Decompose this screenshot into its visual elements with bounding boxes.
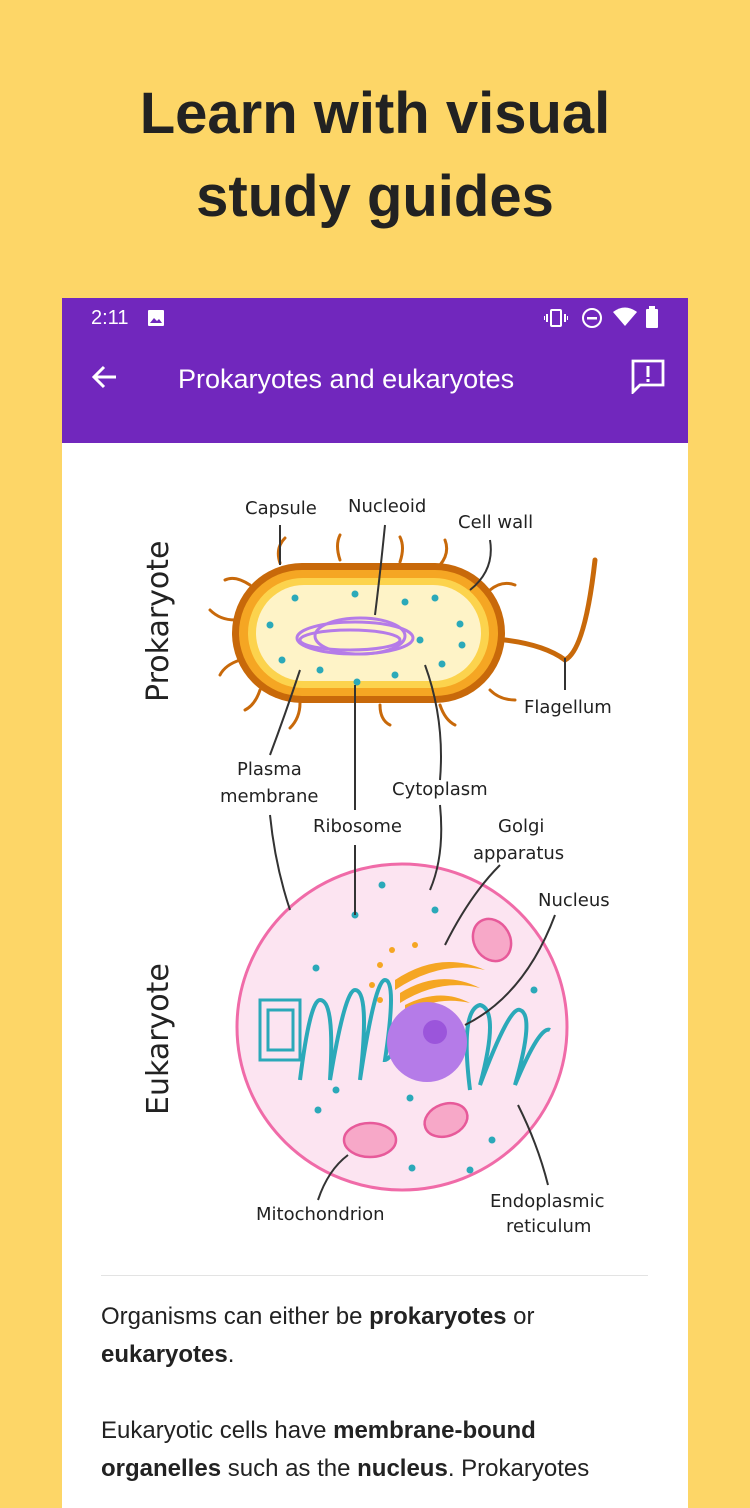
ribosomes-eukaryote — [312, 881, 538, 1174]
text: . — [227, 1341, 235, 1368]
text: Organisms can either be — [101, 1303, 370, 1330]
text: . Prokaryotes — [447, 1455, 590, 1482]
paragraph-2: Eukaryotic cells have membrane-bound org… — [101, 1412, 661, 1488]
nucleus — [387, 1002, 467, 1082]
battery-icon — [646, 306, 658, 328]
phone-screen: 2:11 Prokaryotes and eukaryotes — [62, 298, 688, 1508]
label-ribosome: Ribosome — [313, 816, 402, 837]
image-icon — [148, 310, 164, 326]
label-mitochondrion: Mitochondrion — [256, 1204, 385, 1225]
label-reticulum: reticulum — [506, 1216, 591, 1237]
label-cytoplasm: Cytoplasm — [392, 779, 488, 800]
bold-term: prokaryotes — [369, 1303, 507, 1330]
bold-term: eukaryotes — [101, 1341, 228, 1368]
arrow-left-icon[interactable] — [90, 362, 120, 392]
golgi-apparatus — [369, 942, 485, 1015]
paragraph-1: Organisms can either be prokaryotes or e… — [101, 1298, 661, 1374]
text: such as the — [221, 1455, 358, 1482]
hero-line-1: Learn with visual — [139, 81, 611, 146]
prokaryote-title: Prokaryote — [141, 541, 176, 702]
wifi-icon — [613, 307, 637, 326]
bold-term: nucleus — [357, 1455, 448, 1482]
label-plasma: Plasma — [237, 759, 302, 780]
diagram-labels: Capsule Nucleoid Cell wall Flagellum Pla… — [141, 496, 612, 1237]
label-membrane: membrane — [220, 786, 318, 807]
label-nucleus: Nucleus — [538, 890, 610, 911]
feedback-icon[interactable] — [630, 358, 666, 394]
eukaryote-cell — [235, 862, 569, 1192]
eukaryote-title: Eukaryote — [141, 963, 176, 1115]
label-flagellum: Flagellum — [524, 697, 612, 718]
text: or — [506, 1303, 535, 1330]
app-bar: Prokaryotes and eukaryotes — [62, 340, 688, 443]
do-not-disturb-icon — [582, 308, 602, 328]
hero-line-2: study guides — [196, 164, 554, 229]
label-apparatus: apparatus — [473, 843, 564, 864]
endoplasmic-reticulum — [258, 977, 551, 1091]
vibrate-icon — [544, 309, 568, 327]
text: Eukaryotic cells have — [101, 1417, 334, 1444]
mitochondria — [342, 917, 513, 1159]
page-title: Prokaryotes and eukaryotes — [178, 364, 515, 394]
ribosomes-prokaryote — [266, 590, 466, 686]
label-cell-wall: Cell wall — [458, 512, 533, 533]
bold-term: membrane-bound organelles — [101, 1417, 536, 1482]
status-time: 2:11 — [91, 307, 129, 329]
label-endoplasmic: Endoplasmic — [490, 1191, 605, 1212]
label-golgi: Golgi — [498, 816, 544, 837]
guide-text: Organisms can either be prokaryotes or e… — [101, 1298, 661, 1508]
prokaryote-cell — [208, 533, 598, 730]
status-bar: 2:11 — [62, 298, 688, 340]
cell-diagram: Capsule Nucleoid Cell wall Flagellum Pla… — [141, 496, 612, 1237]
label-capsule: Capsule — [245, 498, 317, 519]
label-arrows — [269, 524, 566, 1201]
nucleoid — [295, 616, 415, 656]
hero-heading: Learn with visual study guides — [0, 72, 750, 238]
label-nucleoid: Nucleoid — [348, 496, 426, 517]
divider — [101, 1275, 648, 1276]
